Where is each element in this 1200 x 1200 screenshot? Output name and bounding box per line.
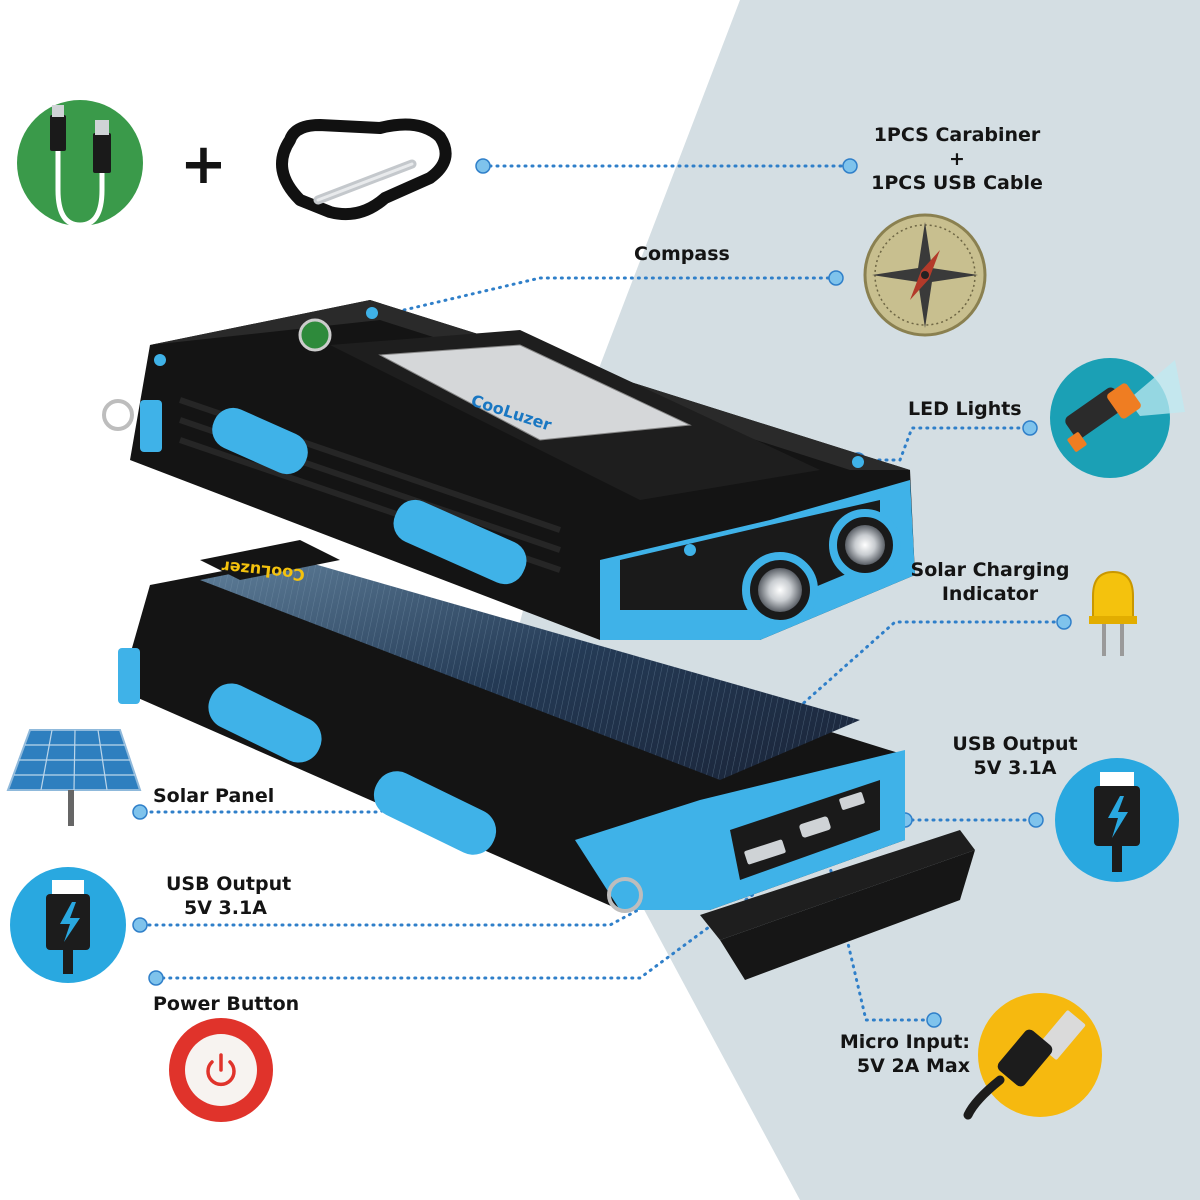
usb-output-left-label: USB Output 5V 3.1A bbox=[166, 873, 292, 919]
led-bulb-icon bbox=[1089, 570, 1137, 656]
led-lights-label: LED Lights bbox=[908, 398, 1022, 420]
power-button-label: Power Button bbox=[153, 993, 300, 1015]
micro-input-label: Micro Input: 5V 2A Max bbox=[839, 1031, 970, 1077]
micro-usb-icon bbox=[963, 993, 1102, 1120]
solar-indicator-label: Solar Charging Indicator bbox=[910, 559, 1070, 605]
flashlight-icon bbox=[1050, 358, 1185, 478]
compass-icon bbox=[863, 213, 987, 337]
power-button-icon bbox=[169, 1018, 273, 1122]
plus-sign: + bbox=[180, 132, 227, 197]
solar-panel-label: Solar Panel bbox=[153, 785, 275, 807]
carabiner-icon bbox=[276, 118, 452, 221]
usb-output-left-icon bbox=[10, 867, 126, 983]
power-bank-bottom: CooLuzer bbox=[118, 540, 975, 980]
usb-cable-icon bbox=[17, 100, 143, 228]
solar-panel-icon bbox=[6, 729, 142, 826]
power-bank-top: CooLuzer bbox=[102, 300, 915, 640]
accessories-label: 1PCS Carabiner + 1PCS USB Cable bbox=[871, 124, 1043, 194]
usb-output-right-label: USB Output 5V 3.1A bbox=[952, 733, 1078, 779]
compass-label: Compass bbox=[634, 243, 730, 265]
usb-output-right-icon bbox=[1055, 758, 1179, 882]
